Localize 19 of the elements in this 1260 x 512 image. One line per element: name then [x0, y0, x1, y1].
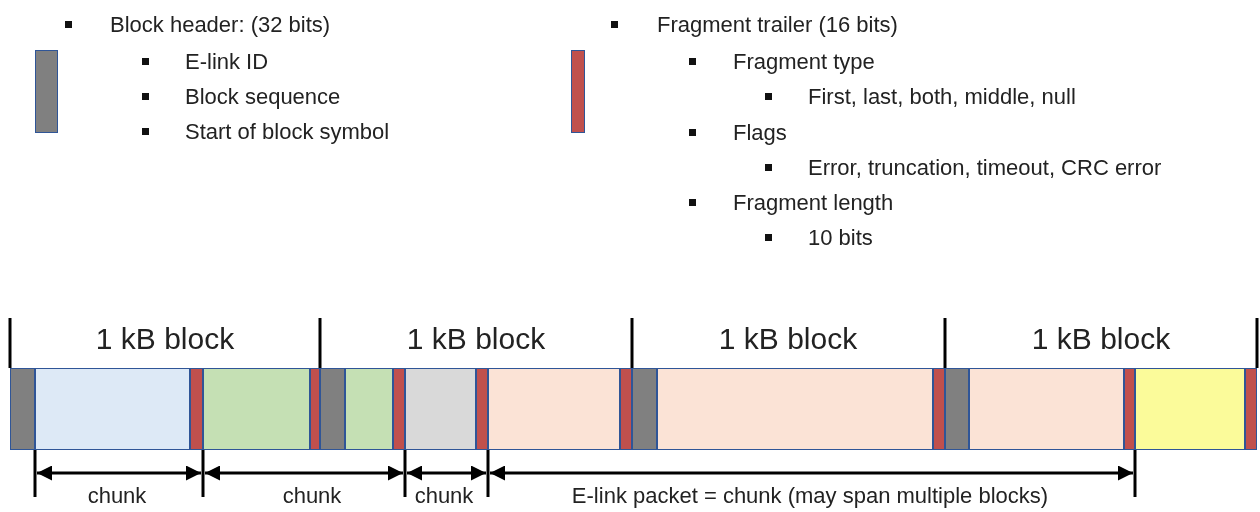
dimension-label: chunk: [87, 485, 147, 507]
block-label: 1 kB block: [718, 324, 858, 354]
list-item: E-link ID: [185, 51, 269, 73]
dimension-label: chunk: [414, 485, 474, 507]
list-item: Error, truncation, timeout, CRC error: [808, 157, 1162, 179]
block-label: 1 kB block: [95, 324, 235, 354]
dimension-label: E-link packet = chunk (may span multiple blocks): [571, 485, 1049, 507]
legend-text: Block header: (32 bits): [110, 14, 331, 36]
block-label: 1 kB block: [406, 324, 546, 354]
list-item: Fragment type: [733, 51, 875, 73]
legend-text: Fragment trailer (16 bits): [657, 14, 898, 36]
list-item: Fragment length: [733, 192, 894, 214]
list-item: First, last, both, middle, null: [808, 86, 1076, 108]
list-item: Start of block symbol: [185, 121, 390, 143]
list-item: 10 bits: [808, 227, 873, 249]
list-item: Block sequence: [185, 86, 341, 108]
block-label: 1 kB block: [1031, 324, 1171, 354]
list-item: Flags: [733, 122, 787, 144]
dimension-label: chunk: [282, 485, 342, 507]
